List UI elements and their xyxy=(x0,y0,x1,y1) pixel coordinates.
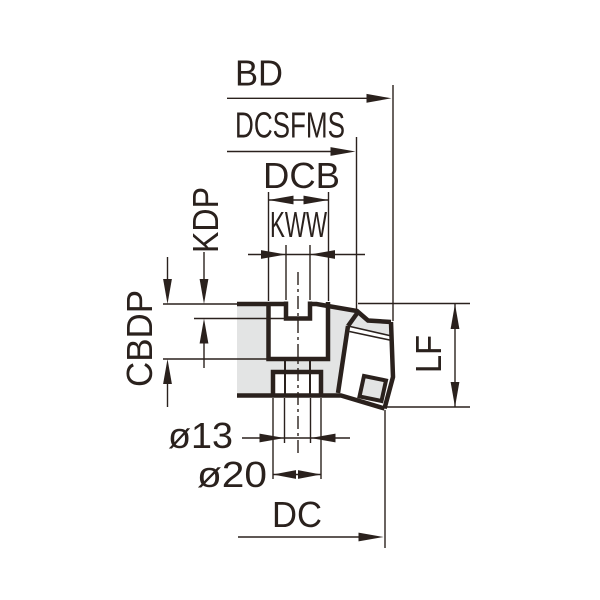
label-dcb: DCB xyxy=(263,155,340,196)
kww-arrowhead-right xyxy=(310,250,335,259)
bore20-arrowhead-left xyxy=(273,470,296,479)
kdp-arrowhead-down xyxy=(199,279,209,304)
top-face-right-line xyxy=(310,301,392,325)
label-kww: KWW xyxy=(270,204,327,245)
keyway-slot xyxy=(283,301,313,321)
cbdp-arrowhead-down xyxy=(163,279,172,304)
bore20-arrowhead-right xyxy=(298,470,321,479)
bd-arrowhead xyxy=(366,93,392,103)
dcsfms-arrowhead xyxy=(330,147,356,156)
lf-arrowhead-up xyxy=(450,304,460,329)
dim-dcsfms xyxy=(227,137,358,310)
insert-seat-line-2 xyxy=(349,330,393,342)
body-right-edge xyxy=(382,321,396,410)
label-bore-small: ø13 xyxy=(168,415,233,456)
body-bottom-edge xyxy=(237,393,386,411)
bottom-recess xyxy=(270,369,324,396)
kdp-arrowhead-up xyxy=(199,318,209,344)
dc-arrowhead xyxy=(358,532,384,542)
lf-arrowhead-down xyxy=(450,382,460,407)
dim-bore-small xyxy=(242,398,350,443)
label-dcsfms: DCSFMS xyxy=(235,105,345,146)
tool-body xyxy=(237,272,396,455)
label-dc: DC xyxy=(272,494,322,535)
dcb-arrowhead-right xyxy=(303,195,329,205)
kww-arrowhead-left xyxy=(261,250,286,259)
dim-kww xyxy=(248,245,365,300)
bore13-arrowhead-left xyxy=(259,433,285,443)
dcb-arrowhead-left xyxy=(268,195,294,205)
label-cbdp: CBDP xyxy=(119,290,160,387)
label-bore-large: ø20 xyxy=(197,454,267,495)
cbdp-arrowhead-up xyxy=(163,359,172,384)
dim-kdp xyxy=(194,252,286,368)
cutting-insert xyxy=(335,310,393,409)
dim-cbdp xyxy=(163,257,269,407)
label-bd: BD xyxy=(235,53,283,94)
label-lf: LF xyxy=(408,335,449,373)
dim-lf xyxy=(358,302,470,408)
dim-dc xyxy=(238,410,386,548)
dim-dcb xyxy=(267,192,330,301)
insert-tip xyxy=(357,373,389,404)
label-kdp: KDP xyxy=(185,187,226,253)
dim-bd xyxy=(227,85,394,321)
dim-bore-large xyxy=(272,398,322,479)
bore13-arrowhead-right xyxy=(310,433,336,443)
insert-seat-line xyxy=(347,325,392,337)
